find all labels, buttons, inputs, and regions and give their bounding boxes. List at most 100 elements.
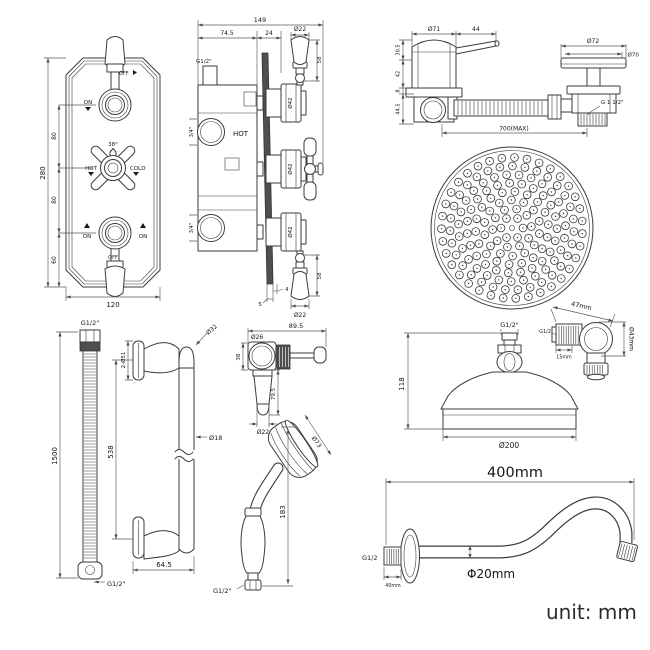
nozzle-dot bbox=[541, 248, 543, 250]
nozzle bbox=[461, 196, 471, 205]
nozzle bbox=[488, 225, 497, 234]
nozzle bbox=[480, 230, 490, 240]
arrow-right-icon bbox=[133, 70, 137, 75]
nozzle-dot bbox=[532, 187, 534, 190]
nozzle-dot bbox=[496, 184, 499, 187]
nozzle-dot bbox=[534, 275, 536, 277]
nozzle-dot bbox=[532, 209, 535, 211]
shower-arm-diagram: 400mm G1/2 40mm Φ20mm bbox=[362, 465, 638, 589]
nozzle-dot bbox=[538, 162, 540, 164]
clamp-ribs bbox=[279, 347, 289, 367]
nozzle-dot bbox=[533, 244, 535, 246]
nozzle bbox=[481, 260, 490, 269]
dim-handle-dia-bottom: Ø22 bbox=[294, 312, 307, 319]
nozzle-dot bbox=[504, 288, 506, 291]
nozzle bbox=[458, 261, 468, 270]
label-port-bottom: 3/4" bbox=[189, 223, 195, 233]
nozzle bbox=[438, 211, 447, 221]
nozzle-dot bbox=[515, 208, 518, 210]
dim-handset-length: 183 bbox=[279, 505, 287, 518]
label-on-bottom-left: ON bbox=[83, 234, 91, 240]
handle-bottom bbox=[290, 250, 310, 300]
shower-hose-diagram: G1/2" 1500 G1/2" bbox=[51, 319, 126, 588]
nozzle bbox=[540, 208, 550, 217]
nozzle bbox=[473, 161, 483, 171]
generated-detail bbox=[580, 114, 606, 125]
dim-cone-dia: Ø22 bbox=[257, 429, 270, 436]
nozzle-dot bbox=[457, 223, 460, 225]
nozzle bbox=[525, 282, 535, 292]
nozzle bbox=[474, 286, 484, 295]
nut-knurling bbox=[586, 365, 603, 374]
nozzle bbox=[550, 236, 560, 246]
nozzle bbox=[561, 221, 570, 231]
arrow-down-icon bbox=[85, 107, 91, 111]
nozzle bbox=[492, 256, 502, 266]
nozzle-dot bbox=[532, 257, 534, 259]
nozzle-dot bbox=[476, 267, 478, 270]
dim-seg-top: 80 bbox=[51, 132, 58, 140]
label-hose-thread-top: G1/2" bbox=[81, 319, 100, 327]
arrow-up-icon bbox=[84, 223, 90, 228]
dim-cartridge-2: Ø42 bbox=[287, 163, 294, 174]
nozzle bbox=[449, 201, 459, 211]
nozzle bbox=[512, 204, 521, 214]
nozzle bbox=[464, 279, 473, 288]
nozzle bbox=[486, 194, 496, 203]
nozzle-dot bbox=[518, 174, 520, 176]
label-off-bottom: OFF bbox=[108, 255, 118, 261]
hose-corrugation bbox=[84, 353, 96, 559]
dim-body-width: 74.5 bbox=[220, 30, 234, 37]
nozzle-dot bbox=[477, 165, 479, 167]
nozzle bbox=[462, 180, 472, 190]
nozzle bbox=[571, 253, 581, 263]
nozzle bbox=[497, 153, 507, 163]
label-hose-thread-bottom: G1/2" bbox=[107, 580, 126, 588]
nozzle-dot bbox=[556, 228, 558, 230]
dim-head-dia: Ø200 bbox=[499, 441, 519, 450]
nozzle-dot bbox=[487, 170, 489, 172]
nozzle-dot bbox=[442, 240, 444, 242]
dim-seg-mid: 80 bbox=[51, 196, 58, 204]
dim-flange-dia: Ø72 bbox=[587, 38, 600, 45]
nozzle-dot bbox=[566, 255, 569, 257]
nozzle-dot bbox=[564, 225, 567, 227]
nozzle-dot bbox=[449, 230, 451, 232]
nozzle bbox=[552, 181, 562, 190]
handset-holder-diagram: 89.5 Ø26 38 79.5 Ø22 bbox=[236, 322, 327, 436]
nozzle bbox=[560, 191, 570, 200]
nozzle-dot bbox=[470, 274, 472, 276]
nozzle bbox=[507, 195, 516, 205]
nozzle-dot bbox=[451, 242, 453, 244]
nozzle bbox=[447, 238, 457, 248]
nozzle-dot bbox=[494, 217, 497, 219]
nozzle-dot bbox=[502, 297, 504, 299]
nozzle bbox=[519, 198, 528, 207]
dim-cartridge-1: Ø42 bbox=[287, 97, 294, 108]
nozzle bbox=[542, 232, 552, 242]
nozzle-dot bbox=[501, 157, 503, 159]
nozzle bbox=[577, 216, 587, 226]
nozzle bbox=[486, 290, 496, 300]
nozzle bbox=[575, 204, 585, 213]
nozzle-dot bbox=[550, 191, 553, 193]
nozzle bbox=[504, 260, 514, 269]
nozzle bbox=[466, 270, 476, 280]
dim-plate-width: 120 bbox=[106, 301, 119, 309]
label-38deg: 38° bbox=[108, 142, 118, 148]
nozzle-dot bbox=[499, 166, 501, 168]
dim-plate-gap: 4 bbox=[285, 287, 289, 293]
nozzle-dot bbox=[530, 177, 532, 179]
nozzle-dot bbox=[508, 263, 510, 266]
nozzle-dot bbox=[466, 220, 469, 222]
nozzle-dot bbox=[458, 235, 460, 238]
nozzle-dot bbox=[554, 215, 557, 218]
nozzle-dot bbox=[516, 236, 519, 239]
dim-h3: 8 bbox=[396, 89, 402, 92]
nozzle-dot bbox=[503, 209, 506, 211]
nozzle bbox=[522, 211, 532, 220]
nozzle bbox=[565, 202, 575, 212]
nozzle-dot bbox=[506, 246, 509, 248]
nozzle bbox=[446, 188, 456, 197]
nozzle bbox=[528, 184, 538, 193]
